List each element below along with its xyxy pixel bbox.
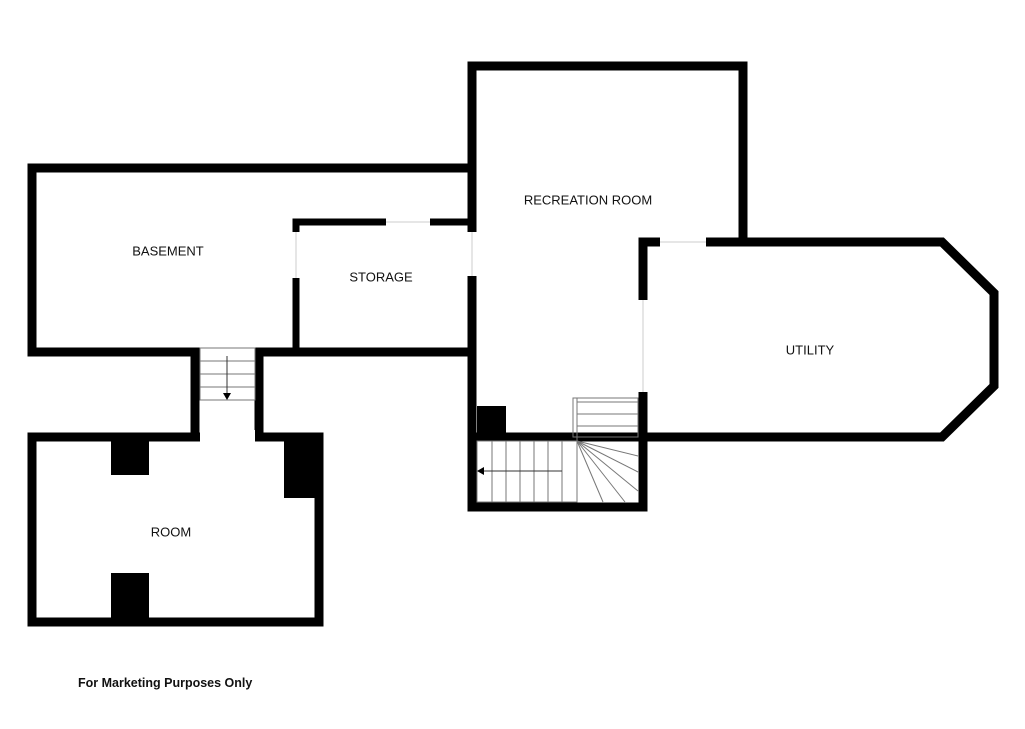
stair-direction-arrow xyxy=(477,467,562,475)
room-label-basement: BASEMENT xyxy=(132,243,204,258)
stair-down-arrow xyxy=(223,393,231,400)
marketing-disclaimer: For Marketing Purposes Only xyxy=(78,676,253,690)
recreation-pillar xyxy=(477,406,506,436)
room-label-recreation-room: RECREATION ROOM xyxy=(524,192,652,207)
storage-room xyxy=(291,217,476,356)
room-pillar-bottom-left xyxy=(111,573,149,618)
straight-stairs xyxy=(199,347,256,401)
room-label-room: ROOM xyxy=(151,524,191,539)
lower-stair-enclosure xyxy=(467,397,648,512)
stair-corridor xyxy=(190,345,472,437)
corridor-opening xyxy=(200,430,255,444)
room-label-storage: STORAGE xyxy=(349,269,413,284)
room-pillar-top-left xyxy=(111,441,149,475)
room xyxy=(27,430,324,627)
utility-room xyxy=(638,237,999,442)
room-label-utility: UTILITY xyxy=(786,342,835,357)
room-pillar-top-right xyxy=(284,441,319,498)
